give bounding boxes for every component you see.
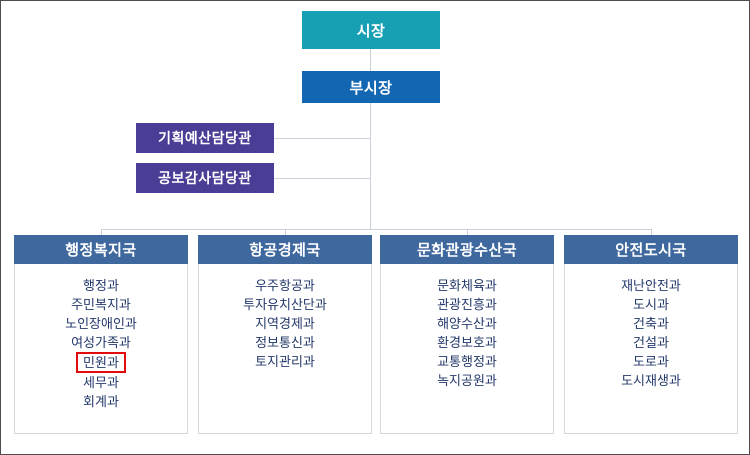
staff-office-pr-audit-box: 공보감사담당관: [136, 163, 274, 193]
department-item[interactable]: 해양수산과: [437, 314, 497, 333]
department-label: 여성가족과: [71, 335, 131, 350]
click-highlight-box: 민원과: [76, 352, 126, 373]
department-item[interactable]: 노인장애인과: [65, 314, 137, 333]
department-item[interactable]: 환경보호과: [437, 333, 497, 352]
bureau-header: 항공경제국: [198, 235, 372, 264]
department-label: 건설과: [633, 335, 669, 350]
department-label: 세무과: [83, 375, 119, 390]
department-item[interactable]: 문화체육과: [437, 276, 497, 295]
department-item[interactable]: 토지관리과: [255, 352, 315, 371]
connector-line: [285, 229, 286, 235]
bureau-header: 문화관광수산국: [380, 235, 554, 264]
mayor-box: 시장: [302, 11, 440, 49]
department-item[interactable]: 건설과: [633, 333, 669, 352]
department-item[interactable]: 투자유치산단과: [243, 295, 327, 314]
staff-office-label: 공보감사담당관: [158, 170, 252, 186]
connector-line: [467, 229, 468, 235]
connector-line: [370, 49, 371, 71]
staff-office-label: 기획예산담당관: [158, 130, 252, 146]
department-item[interactable]: 주민복지과: [71, 295, 131, 314]
department-label: 투자유치산단과: [243, 297, 327, 312]
connector-line: [651, 229, 652, 235]
department-label: 우주항공과: [255, 278, 315, 293]
department-label: 도시재생과: [621, 373, 681, 388]
department-item[interactable]: 여성가족과: [71, 333, 131, 352]
vice-mayor-label: 부시장: [349, 79, 393, 97]
department-item[interactable]: 정보통신과: [255, 333, 315, 352]
department-label: 해양수산과: [437, 316, 497, 331]
department-label: 도로과: [633, 354, 669, 369]
department-label: 환경보호과: [437, 335, 497, 350]
department-item[interactable]: 건축과: [633, 314, 669, 333]
department-label: 행정과: [83, 278, 119, 293]
department-label: 지역경제과: [255, 316, 315, 331]
connector-line: [101, 229, 102, 235]
bureau-header: 행정복지국: [14, 235, 188, 264]
department-item[interactable]: 관광진흥과: [437, 295, 497, 314]
connector-line: [370, 103, 371, 229]
department-label: 회계과: [83, 394, 119, 409]
department-label: 주민복지과: [71, 297, 131, 312]
department-item[interactable]: 세무과: [83, 373, 119, 392]
department-item[interactable]: 재난안전과: [621, 276, 681, 295]
department-label: 문화체육과: [437, 278, 497, 293]
department-label: 교통행정과: [437, 354, 497, 369]
bureau-header: 안전도시국: [564, 235, 738, 264]
connector-line: [274, 178, 370, 179]
department-label: 노인장애인과: [65, 316, 137, 331]
department-label: 건축과: [633, 316, 669, 331]
department-item[interactable]: 민원과: [76, 352, 126, 373]
department-item[interactable]: 지역경제과: [255, 314, 315, 333]
department-label: 관광진흥과: [437, 297, 497, 312]
department-item[interactable]: 도시과: [633, 295, 669, 314]
department-item[interactable]: 녹지공원과: [437, 371, 497, 390]
vice-mayor-box: 부시장: [302, 71, 440, 103]
department-item[interactable]: 교통행정과: [437, 352, 497, 371]
department-label: 토지관리과: [255, 354, 315, 369]
staff-office-planning-budget-box: 기획예산담당관: [136, 123, 274, 153]
connector-line: [101, 229, 652, 230]
department-label: 녹지공원과: [437, 373, 497, 388]
connector-line: [274, 138, 370, 139]
department-label: 재난안전과: [621, 278, 681, 293]
department-item[interactable]: 도로과: [633, 352, 669, 371]
department-label: 도시과: [633, 297, 669, 312]
department-item[interactable]: 도시재생과: [621, 371, 681, 390]
department-label: 정보통신과: [255, 335, 315, 350]
department-item[interactable]: 행정과: [83, 276, 119, 295]
mayor-label: 시장: [356, 22, 386, 40]
department-item[interactable]: 우주항공과: [255, 276, 315, 295]
department-item[interactable]: 회계과: [83, 392, 119, 411]
